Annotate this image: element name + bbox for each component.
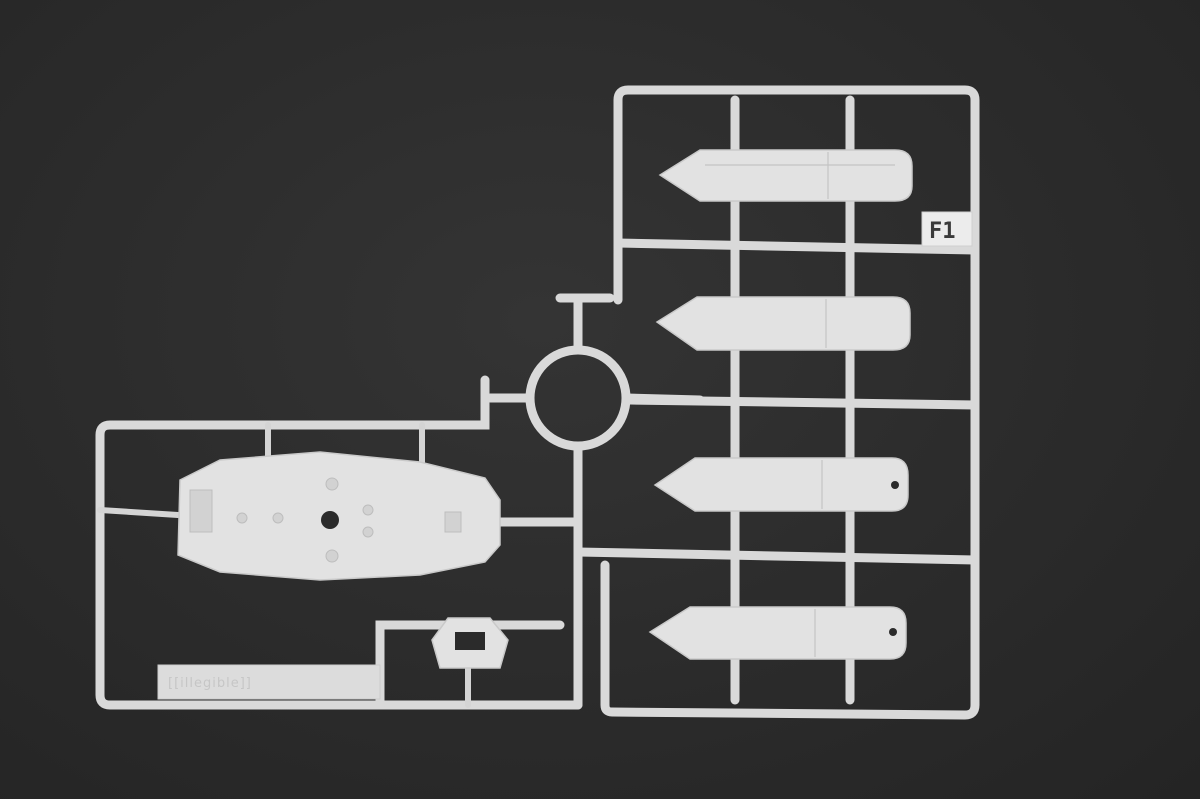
hull-part	[177, 451, 501, 581]
cross-runner-3	[573, 547, 980, 565]
hull-peg-1	[236, 512, 248, 524]
hull-tab	[444, 511, 462, 533]
torpedo-part-4	[648, 606, 907, 660]
gate-hull-left	[97, 507, 181, 518]
sprue-tag: F1	[921, 211, 973, 247]
name-plate-bar	[157, 664, 381, 700]
ring-runner	[525, 345, 631, 451]
torpedo-part-1	[658, 149, 913, 202]
hull-slot	[189, 489, 213, 533]
cross-runner-1	[613, 238, 980, 255]
hull-peg-6	[362, 526, 374, 538]
hull-body	[177, 451, 501, 581]
hull-peg-5	[362, 504, 374, 516]
torpedo-body-2	[655, 296, 911, 351]
sprue-tag-plate	[921, 211, 973, 247]
sprue-tag-label: F1	[929, 219, 956, 244]
torpedo-hole-3	[891, 481, 899, 489]
hull-peg-4	[325, 549, 339, 563]
torpedo-part-2	[655, 296, 911, 351]
hull-peg-2	[272, 512, 284, 524]
hull-center-hole	[321, 511, 339, 529]
frame-top-runner	[613, 85, 980, 305]
bracket-part	[431, 617, 509, 669]
ring-right-stem	[621, 393, 705, 405]
center-ring	[485, 293, 705, 710]
torpedo-body-3	[653, 457, 909, 512]
torpedo-body-4	[648, 606, 907, 660]
left-frame-outline	[95, 375, 583, 710]
torpedo-part-3	[653, 457, 909, 512]
torpedo-hole-4	[889, 628, 897, 636]
bracket-notch	[455, 632, 485, 650]
hull-peg-3	[325, 477, 339, 491]
torpedo-body-1	[658, 149, 913, 202]
sprue-name-plate: [[illegible]]	[157, 664, 381, 700]
name-plate-text: [[illegible]]	[168, 676, 252, 691]
frame-bottom-runner	[600, 555, 980, 720]
